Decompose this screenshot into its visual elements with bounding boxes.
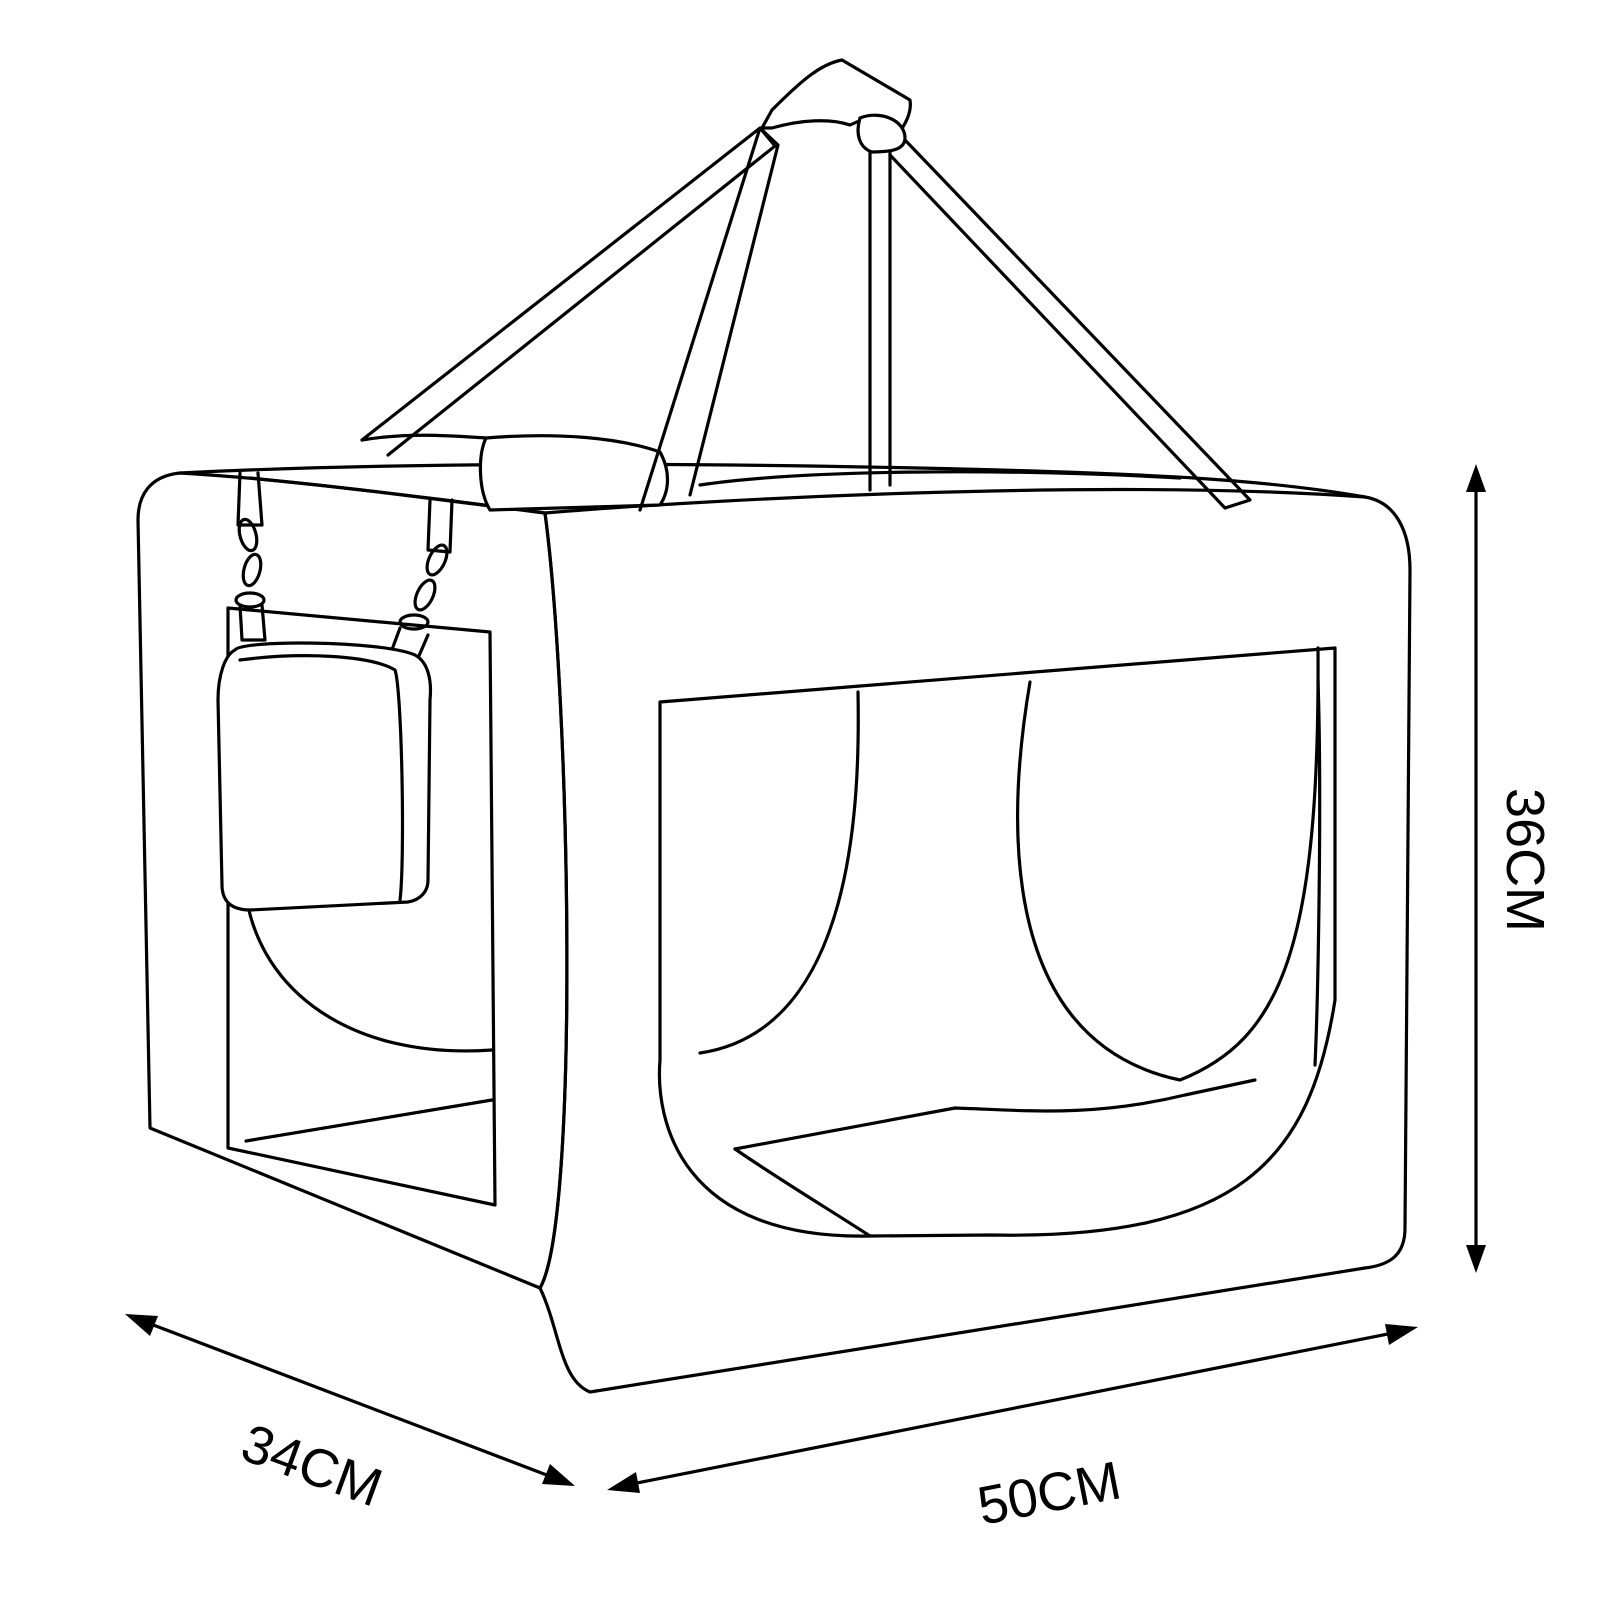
pouch-right-clip-2 [413, 578, 437, 612]
dimension-depth: 34CM [125, 1314, 575, 1519]
front-floor-front-edge [733, 1147, 872, 1238]
front-left-mesh-curve [698, 690, 860, 1055]
top-cover-flap [698, 470, 1182, 487]
width-arrow-line [615, 1328, 1410, 1489]
front-floor-back-edge [733, 1078, 1257, 1151]
width-arrowhead-start [607, 1472, 640, 1493]
front-window [657, 646, 1337, 1238]
side-pouch [216, 471, 454, 912]
top-cushion [478, 434, 670, 512]
inner-right-strap [868, 148, 892, 492]
pouch-left-tab [238, 603, 267, 642]
handle-knot [856, 113, 907, 154]
height-arrowhead-top [1466, 464, 1486, 492]
pouch-right-ring [398, 613, 430, 631]
front-inner-strap [638, 126, 780, 512]
pouch-body [216, 641, 433, 912]
pouch-left-hanger [236, 471, 264, 527]
carry-handles [360, 58, 1252, 512]
width-label: 50CM [973, 1450, 1126, 1536]
depth-label: 34CM [234, 1413, 390, 1519]
depth-arrow-line [133, 1316, 567, 1484]
left-side-window [226, 606, 497, 1207]
carrier-body [136, 433, 1412, 1394]
dimension-height: 36CM [1466, 464, 1555, 1273]
height-arrowhead-bottom [1466, 1245, 1486, 1273]
pouch-front-face [238, 654, 405, 902]
top-back-edge [360, 433, 488, 442]
depth-arrowhead-end [542, 1464, 575, 1486]
front-panel [538, 487, 1412, 1394]
dimension-width: 50CM [607, 1324, 1418, 1537]
pouch-right-hanger [426, 498, 454, 554]
pouch-left-clip-2 [241, 552, 263, 588]
depth-arrowhead-start [125, 1314, 158, 1336]
front-right-mesh-curve [1016, 646, 1320, 1082]
left-window-mesh-curve [244, 893, 494, 1053]
pouch-right-clip-1 [425, 543, 449, 577]
front-right-mesh-inner [1313, 678, 1322, 1067]
left-window-floor-line [244, 1098, 494, 1143]
right-strap [888, 138, 1252, 510]
pouch-left-clip-1 [237, 517, 259, 553]
height-label: 36CM [1495, 788, 1555, 932]
width-arrowhead-end [1385, 1324, 1418, 1345]
pouch-left-ring [234, 591, 266, 609]
